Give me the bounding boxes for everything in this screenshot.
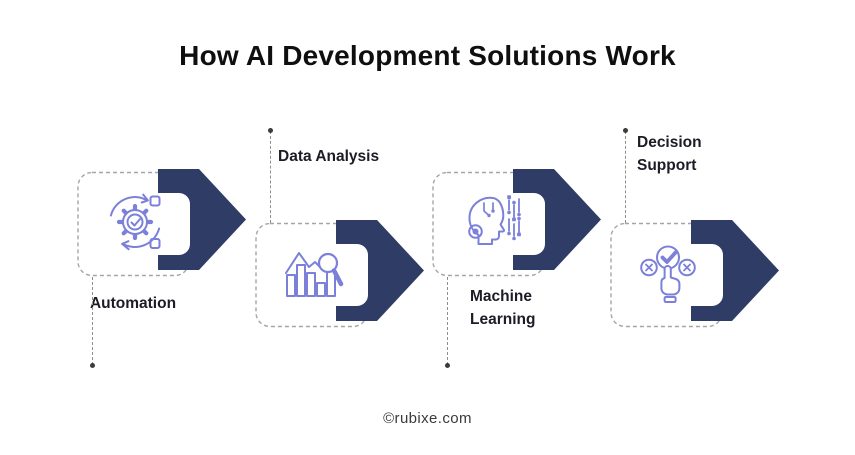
choice-check-hand-icon: [640, 245, 696, 303]
step-label: Machine Learning: [470, 288, 536, 328]
connector-dot: [623, 128, 629, 133]
dashed-connector: [270, 131, 271, 223]
step-shape: [610, 220, 779, 328]
step-data-analysis: Data Analysis: [255, 128, 427, 329]
watermark: ©rubixe.com: [383, 410, 472, 427]
arrow-notch: [501, 193, 545, 255]
step-shape: [432, 169, 601, 277]
step-label: Decision Support: [637, 134, 702, 174]
step-decision-support: Decision Support: [610, 128, 782, 329]
connector-dot: [90, 363, 96, 368]
automation-gear-sync-icon: [109, 193, 161, 251]
connector-dot: [445, 363, 451, 368]
dashed-connector: [447, 277, 448, 365]
connector-dot: [268, 128, 274, 133]
step-label: Data Analysis: [278, 148, 380, 165]
step-shape: [77, 169, 246, 277]
step-automation: Automation: [77, 168, 249, 368]
ai-head-circuit-icon: [468, 195, 521, 245]
dashed-connector: [625, 131, 626, 223]
step-label: Automation: [89, 295, 177, 312]
bar-chart-magnifier-icon: [285, 252, 344, 297]
step-shape: [255, 220, 424, 328]
arrow-notch: [146, 193, 190, 255]
dashed-connector: [92, 277, 93, 365]
step-machine-learning: Machine Learning: [432, 168, 604, 368]
page-title: How AI Development Solutions Work: [179, 40, 676, 71]
